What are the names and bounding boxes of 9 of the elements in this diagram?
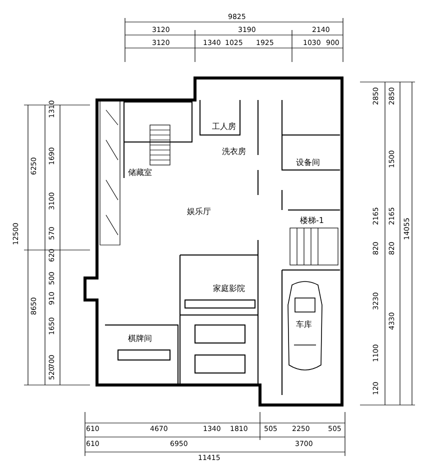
room-label: 储藏室 [128, 168, 152, 177]
room-label: 工人房 [212, 122, 236, 131]
room-label: 娱乐厅 [187, 207, 211, 216]
room-label: 车库 [296, 320, 312, 329]
room-label: 设备间 [296, 158, 320, 167]
room-label: 棋牌间 [128, 334, 152, 343]
room-label: 家庭影院 [213, 284, 245, 293]
room-label: 洗衣房 [222, 147, 246, 156]
room-label: 楼梯-1 [300, 216, 324, 225]
